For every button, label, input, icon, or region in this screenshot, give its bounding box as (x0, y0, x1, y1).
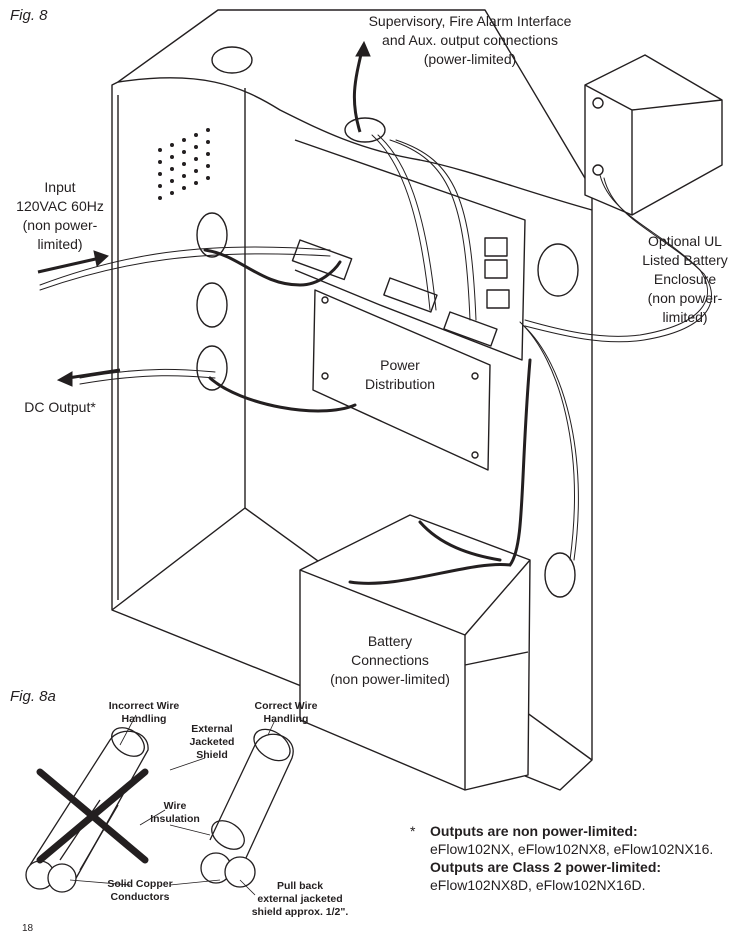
knockout-top-center (344, 117, 386, 143)
battery-enclosure-cable (524, 174, 708, 337)
figure-label-inset: Fig. 8a (10, 688, 56, 705)
dc-output-cable (79, 368, 216, 379)
terminal-blocks (291, 237, 510, 347)
footnote-marker: * (410, 823, 416, 839)
output-footnote: * Outputs are non power-limited: eFlow10… (410, 822, 735, 894)
input-callout: Input 120VAC 60Hz (non power- limited) (16, 179, 104, 252)
battery-enclosure (584, 54, 723, 216)
page-number: 18 (22, 923, 34, 934)
dc-output-wire (208, 376, 357, 413)
incorrect-cable (25, 727, 149, 893)
battery-connections-callout: Battery Connections (non power-limited) (330, 633, 450, 687)
knockout-right (537, 243, 579, 297)
knockout-top-left (211, 46, 253, 74)
input-cable (39, 246, 331, 286)
dc-output-arrow (67, 368, 121, 380)
knockout-right-bottom (544, 552, 576, 598)
footnote-line2-bold: Outputs are Class 2 power-limited: (430, 859, 662, 875)
correct-handling-label: Correct Wire Handling (254, 700, 318, 725)
pull-back-label: Pull back external jacketed shield appro… (251, 880, 349, 918)
jacket-label: External Jacketed Shield (189, 723, 235, 761)
footnote-line1-models: eFlow102NX, eFlow102NX8, eFlow102NX16. (430, 841, 714, 857)
knockout-left-2 (196, 282, 228, 328)
correct-cable (200, 728, 294, 888)
supervisory-cable (371, 134, 431, 311)
conductors-label: Solid Copper Conductors (107, 878, 173, 903)
x-mark (36, 768, 149, 864)
enclosure-top-rim (117, 77, 593, 211)
incorrect-handling-label: Incorrect Wire Handling (108, 700, 180, 725)
knockout-left-3 (196, 345, 228, 391)
figure-label-main: Fig. 8 (10, 7, 48, 24)
battery-enclosure-callout: Optional UL Listed Battery Enclosure (no… (642, 233, 728, 325)
main-control-board (294, 139, 526, 361)
dc-output-callout: DC Output* (24, 399, 96, 415)
supervisory-arrow (352, 49, 364, 133)
supervisory-callout: Supervisory, Fire Alarm Interface and Au… (368, 13, 572, 67)
battery-wire-1 (348, 358, 532, 585)
power-distribution-callout: Power Distribution (364, 357, 436, 392)
power-distribution-board (312, 289, 491, 471)
knockout-left-1 (196, 212, 228, 258)
input-wire (203, 248, 342, 287)
input-arrow (37, 256, 101, 274)
footnote-line1-bold: Outputs are non power-limited: (430, 823, 638, 839)
insulation-label: Wire Insulation (150, 800, 200, 825)
battery-wire-2 (418, 520, 502, 562)
inset-leaders (69, 714, 276, 896)
footnote-line2-models: eFlow102NX8D, eFlow102NX16D. (430, 877, 646, 893)
vent-holes (158, 128, 210, 200)
